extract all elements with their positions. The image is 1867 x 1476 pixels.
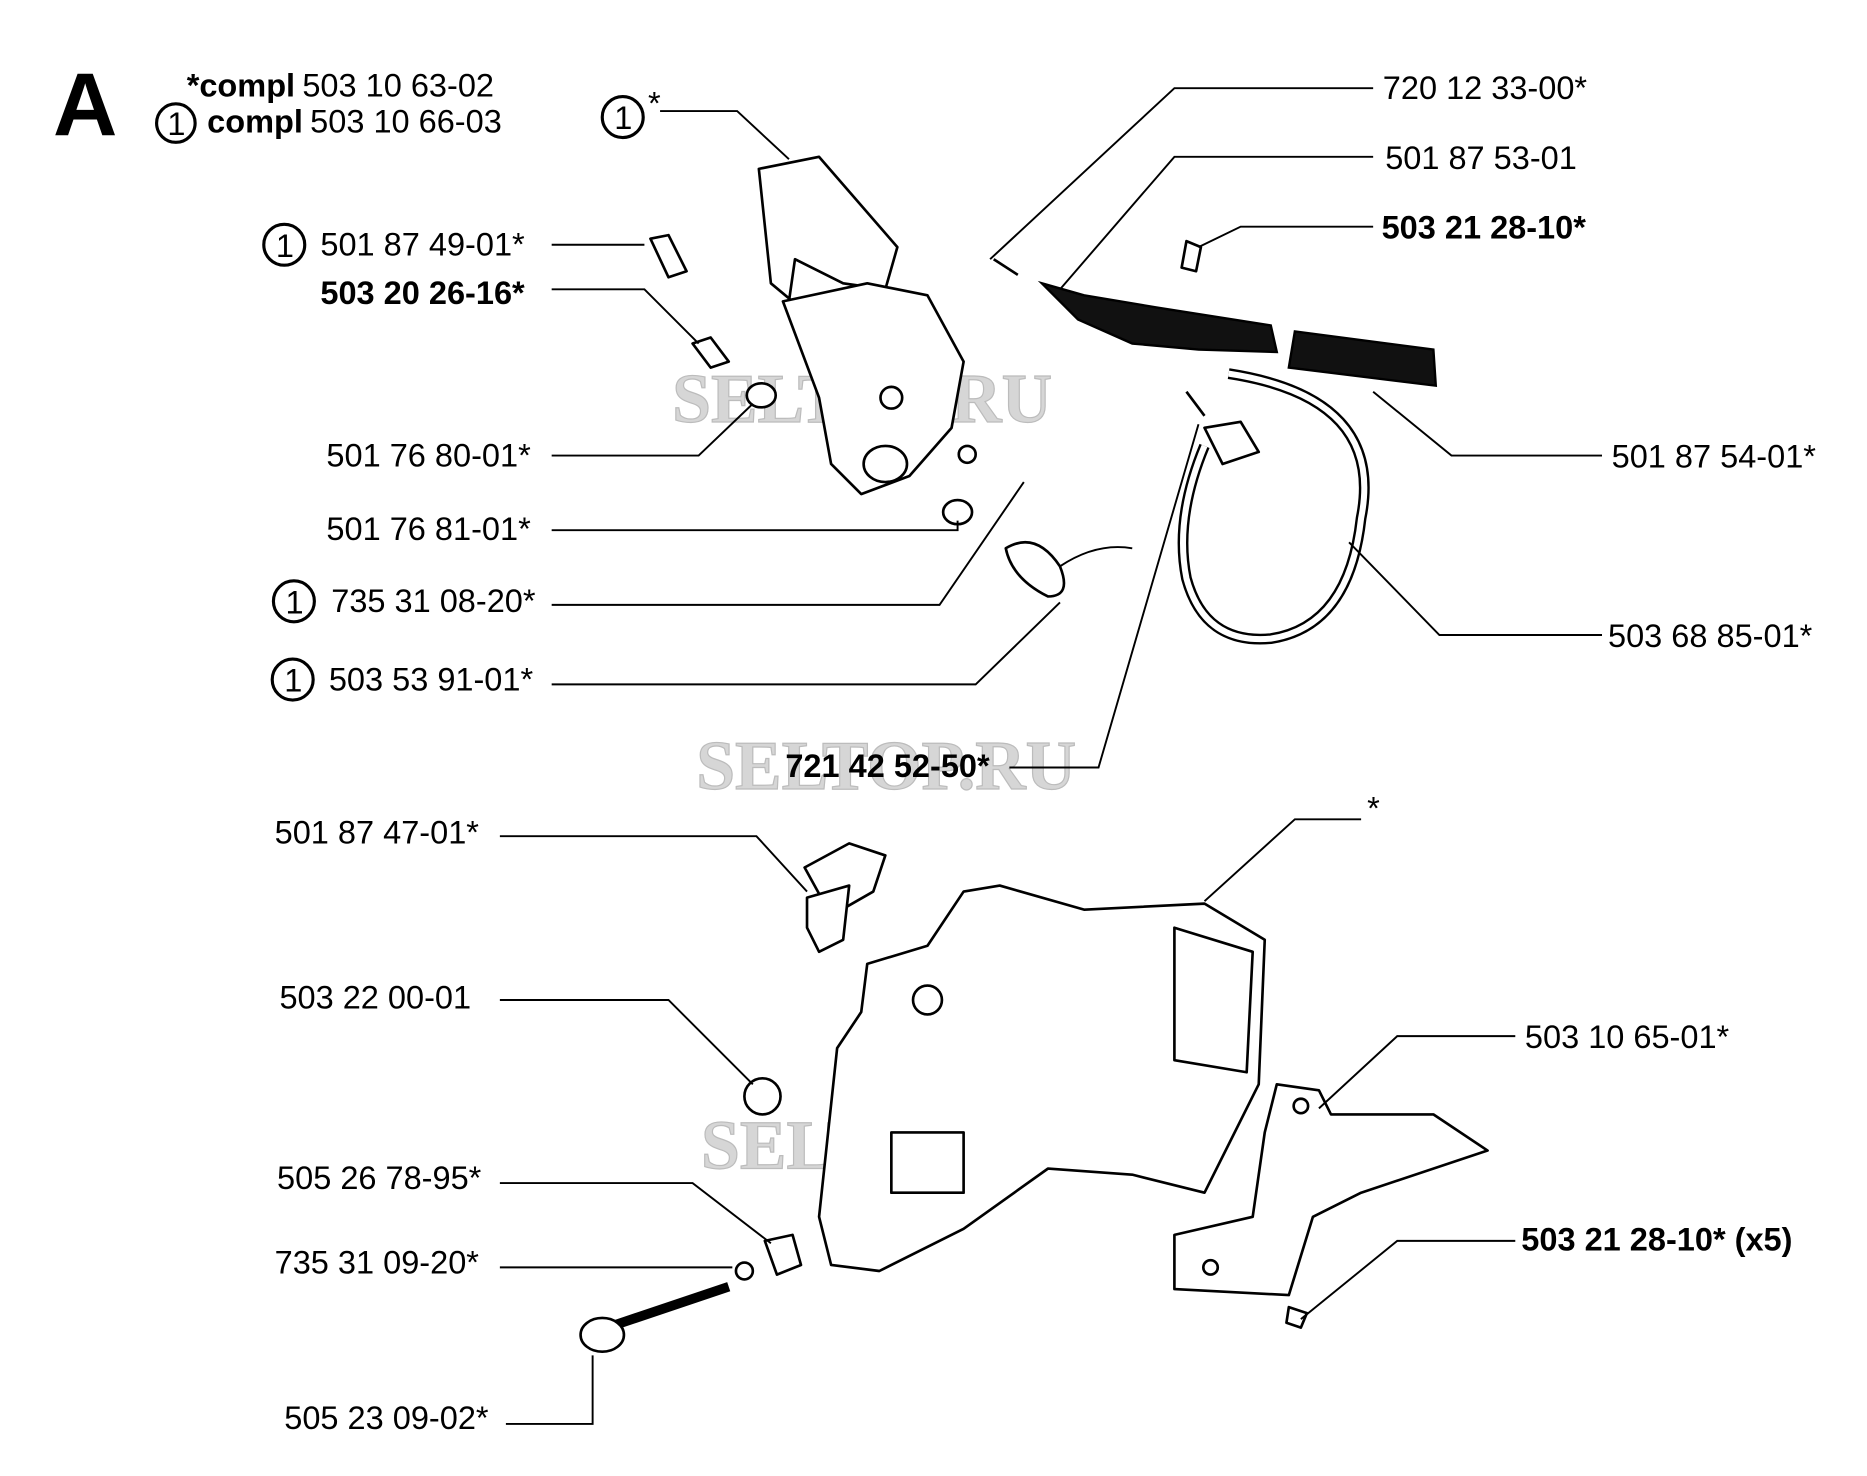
housing-star: * [1367, 790, 1380, 826]
tensioner-screw-drawing [579, 1076, 803, 1354]
brake-band-drawing [1177, 368, 1370, 645]
compl-one-number: 503 10 66-03 [310, 104, 502, 140]
circle-marker-number: 1 [285, 584, 303, 620]
part-label-503-21-28-10-x5: 503 21 28-10* (x5) [1521, 1222, 1792, 1258]
circle-marker-number: 1 [284, 663, 302, 699]
circle-marker-icon [271, 579, 316, 624]
circle-marker-icon [262, 222, 307, 267]
clutch-cover-housing-drawing [803, 842, 1267, 1273]
compl-star-number: 503 10 63-02 [302, 68, 494, 104]
leader-lines [499, 87, 1603, 1425]
part-label-503-20-26-16: 503 20 26-16* [320, 275, 525, 311]
part-label-503-68-85-01: 503 68 85-01* [1608, 618, 1813, 654]
circle-marker-icon [155, 102, 197, 144]
brake-lever-drawing [993, 239, 1438, 388]
small-parts-drawing [649, 233, 1133, 598]
part-label-505-23-09-02: 505 23 09-02* [284, 1400, 489, 1436]
section-letter: A [53, 54, 117, 154]
part-label-501-87-47-01: 501 87 47-01* [275, 814, 480, 850]
chain-guide-plate-drawing [1173, 1082, 1489, 1329]
compl-one-prefix: compl [207, 104, 303, 140]
compl-star-prefix: *compl [187, 68, 295, 104]
part-label-503-22-00-01: 503 22 00-01 [279, 979, 471, 1015]
part-label-721-42-52-50: 721 42 52-50* [785, 748, 990, 784]
circle-marker-number: 1 [614, 100, 632, 136]
part-label-501-87-54-01: 501 87 54-01* [1612, 439, 1817, 475]
circle-marker-number: 1 [167, 106, 185, 142]
circle-marker-icon [270, 657, 315, 702]
part-label-720-12-33-00: 720 12 33-00* [1383, 70, 1588, 106]
chain-brake-guard-drawing [757, 155, 965, 496]
part-label-505-26-78-95: 505 26 78-95* [277, 1160, 482, 1196]
part-label-501-87-53-01: 501 87 53-01 [1385, 140, 1577, 176]
part-label-503-21-28-10: 503 21 28-10* [1382, 210, 1587, 246]
part-label-503-10-65-01: 503 10 65-01* [1525, 1019, 1730, 1055]
part-label-503-53-91-01: 503 53 91-01* [329, 661, 534, 697]
guard-assembly-star: * [648, 86, 661, 122]
circle-marker-icon [600, 95, 645, 140]
part-label-735-31-08-20: 735 31 08-20* [331, 583, 536, 619]
part-label-501-76-80-01: 501 76 80-01* [326, 437, 531, 473]
part-label-501-76-81-01: 501 76 81-01* [326, 511, 531, 547]
part-label-501-87-49-01: 501 87 49-01* [320, 227, 525, 263]
part-label-735-31-09-20: 735 31 09-20* [275, 1244, 480, 1280]
circle-marker-number: 1 [276, 228, 294, 264]
